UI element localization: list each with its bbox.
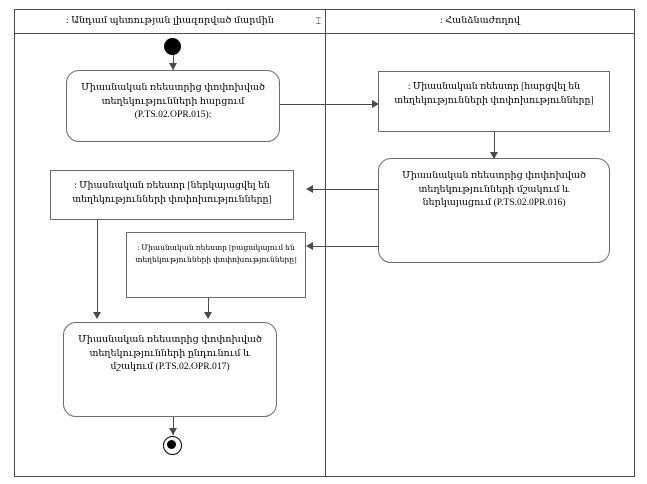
arrowhead-receive-to-end — [168, 428, 177, 435]
connector-receive-to-end — [172, 417, 174, 435]
connector-registry-absent-to-receive — [207, 298, 209, 318]
activity-request-changed-data[interactable]: Միասնական ռեեստրից փոփոխված տեղեկություն… — [66, 70, 280, 142]
arrowhead-process-to-registry-absent — [306, 242, 313, 250]
object-registry-changes-presented[interactable]: : Միասնական ռեեստր [ներկայացվել են տեղեկ… — [50, 170, 294, 220]
arrowhead-process-to-registry-presented — [306, 185, 313, 193]
swimlane-header-rule — [14, 33, 635, 34]
object-registry-changes-requested[interactable]: : Միասնական ռեեստր [հարցվել են տեղեկությ… — [378, 71, 610, 132]
final-node — [163, 436, 182, 455]
connector-process-to-registry-absent — [311, 246, 379, 247]
swimlane-header-right: : Հանձնաժողով — [440, 16, 520, 26]
initial-node — [164, 38, 181, 55]
connector-registry-requested-to-process — [494, 132, 495, 158]
arrowhead-registry-requested-to-process — [490, 152, 498, 159]
swimlane-header-left: : Անդամ պետության լիազորված մարմին — [65, 16, 275, 26]
connector-start-to-request — [172, 55, 174, 70]
arrowhead-registry-presented-to-receive — [92, 312, 101, 319]
swimlane-divider — [325, 9, 326, 477]
connector-registry-presented-to-receive — [96, 220, 98, 318]
connector-request-to-registry-requested — [280, 104, 374, 105]
swimlane-header-caret-icon: ⌶ — [315, 16, 321, 26]
arrowhead-start-to-request — [168, 63, 177, 70]
arrowhead-registry-absent-to-receive — [203, 312, 212, 319]
arrowhead-request-to-registry-requested — [372, 100, 379, 108]
activity-receive-and-process[interactable]: Միասնական ռեեստրից փոփոխված տեղեկություն… — [63, 322, 277, 417]
connector-process-to-registry-presented — [311, 189, 379, 190]
activity-process-and-present[interactable]: Միասնական ռեեստրից փոփոխված տեղեկություն… — [378, 158, 610, 263]
object-registry-changes-absent[interactable]: : Միասնական ռեեստր [բացակայում են տեղեկո… — [126, 232, 306, 298]
